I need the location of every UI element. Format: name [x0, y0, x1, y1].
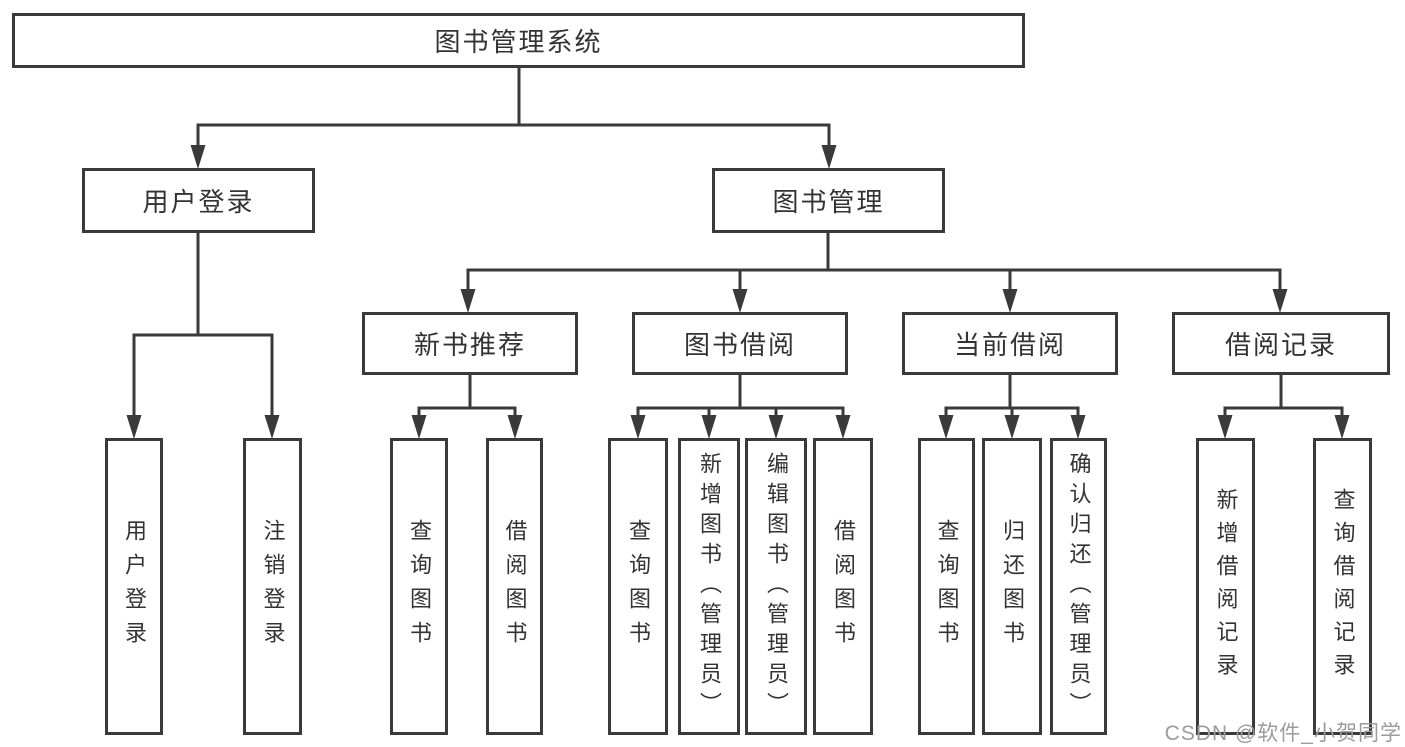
leaf-query-books-current-label: 查询图书 — [934, 518, 960, 655]
node-user-login: 用户登录 — [82, 168, 315, 233]
leaf-logout: 注销登录 — [243, 438, 302, 735]
leaf-logout-label: 注销登录 — [260, 518, 286, 655]
leaf-query-books-borrowing: 查询图书 — [608, 438, 668, 735]
leaf-user-login-label: 用户登录 — [122, 518, 147, 655]
leaf-add-borrow-record: 新增借阅记录 — [1196, 438, 1255, 735]
leaf-query-borrow-record: 查询借阅记录 — [1313, 438, 1372, 735]
node-current-borrowing: 当前借阅 — [902, 312, 1118, 375]
node-current-borrowing-label: 当前借阅 — [953, 330, 1066, 360]
leaf-add-book-admin: 新增图书（管理员） — [678, 438, 740, 735]
leaf-borrow-books-recommend-label: 借阅图书 — [502, 518, 528, 655]
leaf-borrow-books-borrowing: 借阅图书 — [813, 438, 873, 735]
node-borrowing-records-label: 借阅记录 — [1224, 330, 1337, 360]
leaf-borrow-books-recommend: 借阅图书 — [486, 438, 543, 735]
node-borrowing-records: 借阅记录 — [1172, 312, 1390, 375]
leaf-user-login: 用户登录 — [105, 438, 163, 735]
leaf-edit-book-admin: 编辑图书（管理员） — [745, 438, 807, 735]
node-book-management-label: 图书管理 — [772, 187, 885, 217]
node-book-borrowing-label: 图书借阅 — [683, 330, 796, 360]
leaf-add-borrow-record-label: 新增借阅记录 — [1213, 487, 1239, 686]
leaf-confirm-return-admin: 确认归还（管理员） — [1050, 438, 1107, 735]
node-library-system: 图书管理系统 — [12, 13, 1025, 68]
leaf-query-books-current: 查询图书 — [918, 438, 975, 735]
leaf-add-book-admin-label: 新增图书（管理员） — [697, 451, 722, 722]
leaf-return-books: 归还图书 — [982, 438, 1042, 735]
leaf-query-borrow-record-label: 查询借阅记录 — [1330, 487, 1356, 686]
leaf-edit-book-admin-label: 编辑图书（管理员） — [764, 451, 789, 722]
leaf-query-books-recommend-label: 查询图书 — [407, 518, 432, 655]
csdn-watermark: CSDN @软件_小贺同学 — [1164, 722, 1402, 745]
node-library-system-label: 图书管理系统 — [434, 27, 603, 57]
node-book-borrowing: 图书借阅 — [632, 312, 848, 375]
node-book-management: 图书管理 — [712, 168, 945, 233]
node-new-book-recommend: 新书推荐 — [362, 312, 578, 375]
leaf-query-books-recommend: 查询图书 — [390, 438, 448, 735]
node-new-book-recommend-label: 新书推荐 — [413, 330, 526, 360]
leaf-confirm-return-admin-label: 确认归还（管理员） — [1066, 451, 1092, 722]
node-user-login-label: 用户登录 — [142, 187, 255, 217]
leaf-return-books-label: 归还图书 — [1000, 518, 1025, 655]
leaf-borrow-books-borrowing-label: 借阅图书 — [831, 518, 856, 655]
leaf-query-books-borrowing-label: 查询图书 — [626, 518, 651, 655]
